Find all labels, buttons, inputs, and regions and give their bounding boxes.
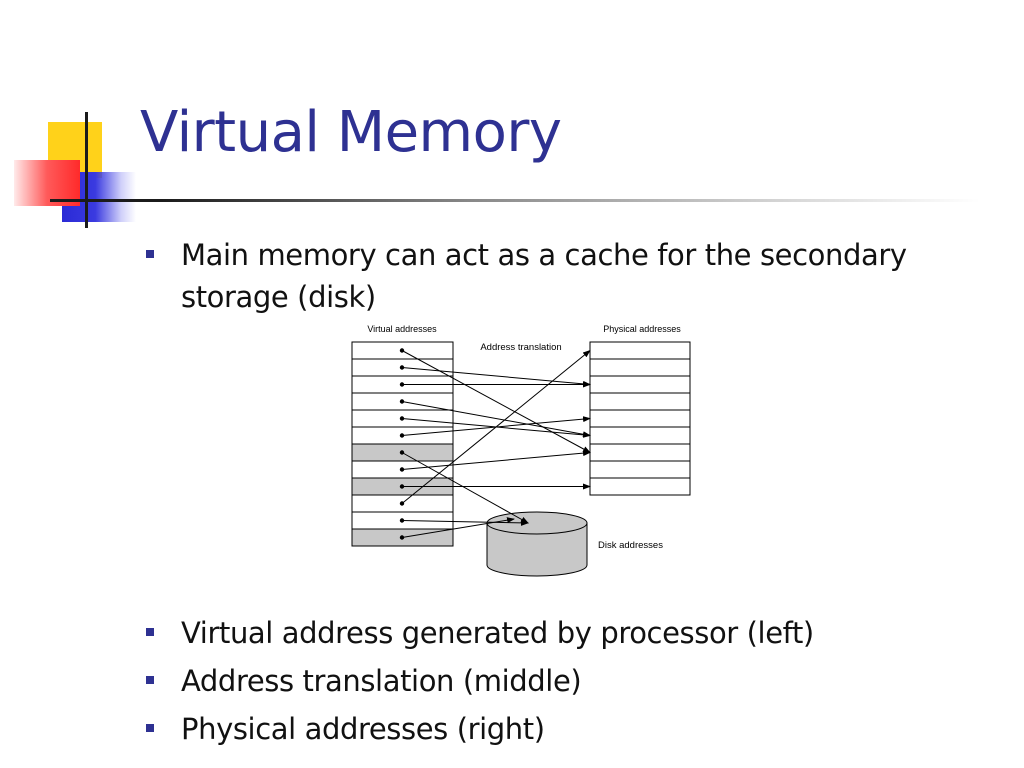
bullet-text: Address translation (middle) [181, 664, 582, 698]
physical-page-cell [589, 477, 691, 496]
bullet-text: Virtual address generated by processor (… [181, 616, 814, 650]
slide-title: Virtual Memory [140, 100, 562, 165]
translation-arrow [401, 517, 515, 538]
physical-page-cell [589, 358, 691, 377]
physical-page-cell [589, 341, 691, 360]
disk-addresses-label: Disk addresses [598, 540, 663, 551]
physical-page-cell [589, 409, 691, 428]
bullet-marker [146, 724, 154, 732]
bullet-text: Physical addresses (right) [181, 712, 545, 746]
virtual-addresses-label: Virtual addresses [367, 325, 437, 334]
virtual-memory-diagram: Virtual addresses Address translation Ph… [351, 325, 691, 577]
translation-arrow [401, 452, 529, 524]
translation-arrow [401, 367, 591, 387]
bullet-marker [146, 676, 154, 684]
address-translation-label: Address translation [480, 342, 561, 353]
physical-page-cell [589, 443, 691, 462]
decor-red-square [14, 160, 80, 206]
title-underline [50, 199, 980, 202]
translation-arrow [401, 450, 591, 470]
physical-page-cell [589, 375, 691, 394]
disk-top [486, 511, 588, 535]
translation-arrow [401, 401, 591, 438]
translation-arrow [401, 350, 591, 453]
bullet-marker [146, 250, 154, 258]
disk-body [486, 523, 588, 577]
translation-arrow [401, 349, 591, 504]
physical-page-cell [589, 426, 691, 445]
physical-addresses-label: Physical addresses [603, 325, 681, 334]
decor-vertical-line [85, 112, 88, 228]
bullet-marker [146, 628, 154, 636]
physical-page-cell [589, 392, 691, 411]
physical-page-cell [589, 460, 691, 479]
bullet-text: Main memory can act as a cache for the s… [181, 238, 907, 314]
